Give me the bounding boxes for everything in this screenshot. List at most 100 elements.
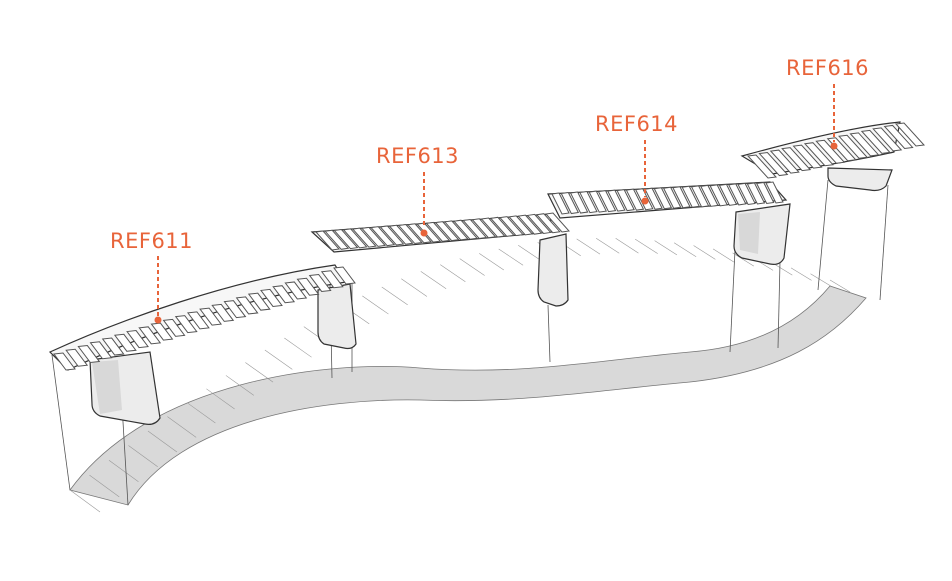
bench-slat [526, 213, 552, 234]
bench-slat [765, 181, 784, 204]
bench-slat [272, 285, 296, 304]
ground-tile-line [147, 430, 178, 453]
bench-slat [662, 186, 682, 209]
ground-tile-line [634, 238, 658, 254]
bench-slat [883, 124, 914, 149]
bench-slat [126, 330, 149, 349]
ground-tile-line [576, 238, 601, 255]
bench-slat [174, 315, 198, 334]
ground-footprint [69, 237, 867, 513]
bench-slat [89, 341, 113, 360]
bench-slat [101, 337, 125, 356]
bench-slat [434, 221, 460, 242]
bench-slat [425, 221, 451, 242]
ground-tile-line [401, 278, 428, 297]
ground-tile-line [790, 267, 812, 281]
ground-tile-line [186, 402, 216, 424]
bench-slat [453, 219, 478, 240]
ground-tile-line [225, 375, 255, 396]
ground-tile-line [673, 242, 697, 258]
bench-slat [308, 273, 332, 293]
bench-slat [351, 227, 377, 248]
callout-label-ref613: REF613 [376, 144, 459, 168]
ground-tile-line [362, 295, 389, 315]
bench-slat [758, 152, 789, 177]
bench-slat [211, 303, 235, 322]
callout-label-ref611: REF611 [110, 229, 193, 253]
bench-slat [138, 326, 162, 345]
ground-tile-line [518, 245, 543, 262]
ground-tile-line [108, 460, 139, 482]
bench-slat [894, 122, 926, 147]
ground-tile-line [693, 245, 716, 260]
bench-slat [607, 189, 626, 212]
bench-slat [728, 183, 747, 206]
ground-tile-line [654, 240, 678, 256]
bench-slat [508, 215, 534, 236]
bench-slat [235, 296, 259, 315]
ground-tile-line [440, 264, 466, 282]
ground-tile-line [712, 248, 735, 263]
bench-slat [849, 132, 880, 157]
bench-slat [597, 190, 617, 213]
bench-slat [625, 188, 645, 211]
ground-tile-line [381, 286, 408, 306]
bench-slat [499, 216, 524, 237]
bench-slat [186, 311, 210, 330]
bench-slat [462, 218, 488, 240]
bench-ref616 [740, 121, 926, 192]
ground-tile-line [732, 252, 755, 267]
bench-slat [324, 229, 350, 250]
bench-slat [53, 352, 76, 371]
bench-slat [690, 185, 710, 208]
bench-slat [560, 191, 580, 215]
bench-slat [616, 189, 635, 212]
bench-slat [803, 142, 834, 167]
bench-slat [284, 281, 308, 300]
bench-slat [342, 228, 368, 249]
bench-slat [860, 129, 891, 154]
ground-tile-line [69, 489, 101, 513]
bench-slat [579, 191, 598, 214]
bench-slat [320, 270, 344, 289]
bench-slat [815, 139, 846, 164]
callout-ref616: REF616 [786, 56, 869, 150]
bench-slat [370, 226, 396, 247]
ground-tile-line [167, 416, 197, 438]
bench-slat [681, 185, 701, 208]
bench-slat [480, 217, 506, 238]
bench-slat [407, 223, 432, 244]
bench-slat [644, 187, 663, 210]
bench-slat [443, 220, 469, 241]
bench-ref611 [48, 264, 357, 425]
ground-tile-line [89, 474, 120, 498]
bench-slat [551, 192, 570, 215]
bench-slat [379, 225, 405, 246]
ground-tile-line [420, 271, 447, 289]
bench-slat [65, 348, 89, 367]
bench-slat [718, 183, 738, 206]
bench-slat [746, 154, 778, 179]
bench-slat [489, 216, 515, 237]
bench-slat [535, 213, 561, 234]
bench-slat [755, 181, 775, 205]
bench-slat [588, 190, 607, 213]
bench-slat [709, 184, 728, 207]
bench-slat [517, 214, 543, 235]
bench-ref613 [310, 212, 570, 307]
bench-slat [653, 187, 673, 210]
bench-slat [333, 229, 359, 250]
ground-tile-line [479, 253, 505, 271]
bench-ref614 [547, 181, 791, 265]
bench-slat [260, 288, 283, 307]
ground-tile-line [829, 279, 851, 293]
callout-ref611: REF611 [110, 229, 193, 324]
ground-tile-line [264, 349, 293, 370]
bench-slat [77, 344, 101, 364]
ground-tile-line [810, 273, 831, 287]
bench-slat [296, 277, 320, 296]
bench-slat [781, 147, 812, 172]
bench-slat [416, 222, 442, 243]
ground-tile-line [595, 237, 620, 254]
bench-slat [333, 266, 356, 285]
